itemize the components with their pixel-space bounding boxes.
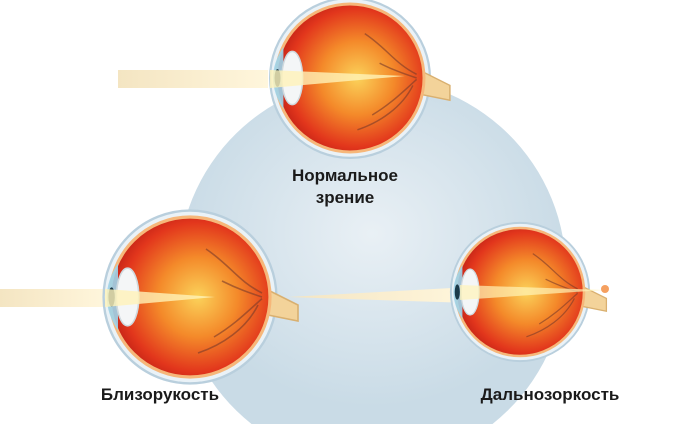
hyperopia-eye	[288, 223, 609, 361]
myopia-eye	[0, 211, 298, 384]
light-beam	[0, 289, 105, 307]
normal-vision-eye	[118, 0, 450, 158]
light-beam	[288, 287, 470, 303]
normal-vision-line2: зрение	[315, 188, 375, 207]
light-beam	[118, 70, 268, 88]
hyperopia-label: Дальнозоркость	[480, 385, 620, 404]
normal-vision-line1: Нормальное	[292, 166, 398, 185]
focal-point	[601, 285, 609, 293]
normal-vision-label: Нормальное зрение	[270, 165, 420, 209]
myopia-label: Близорукость	[100, 385, 220, 404]
